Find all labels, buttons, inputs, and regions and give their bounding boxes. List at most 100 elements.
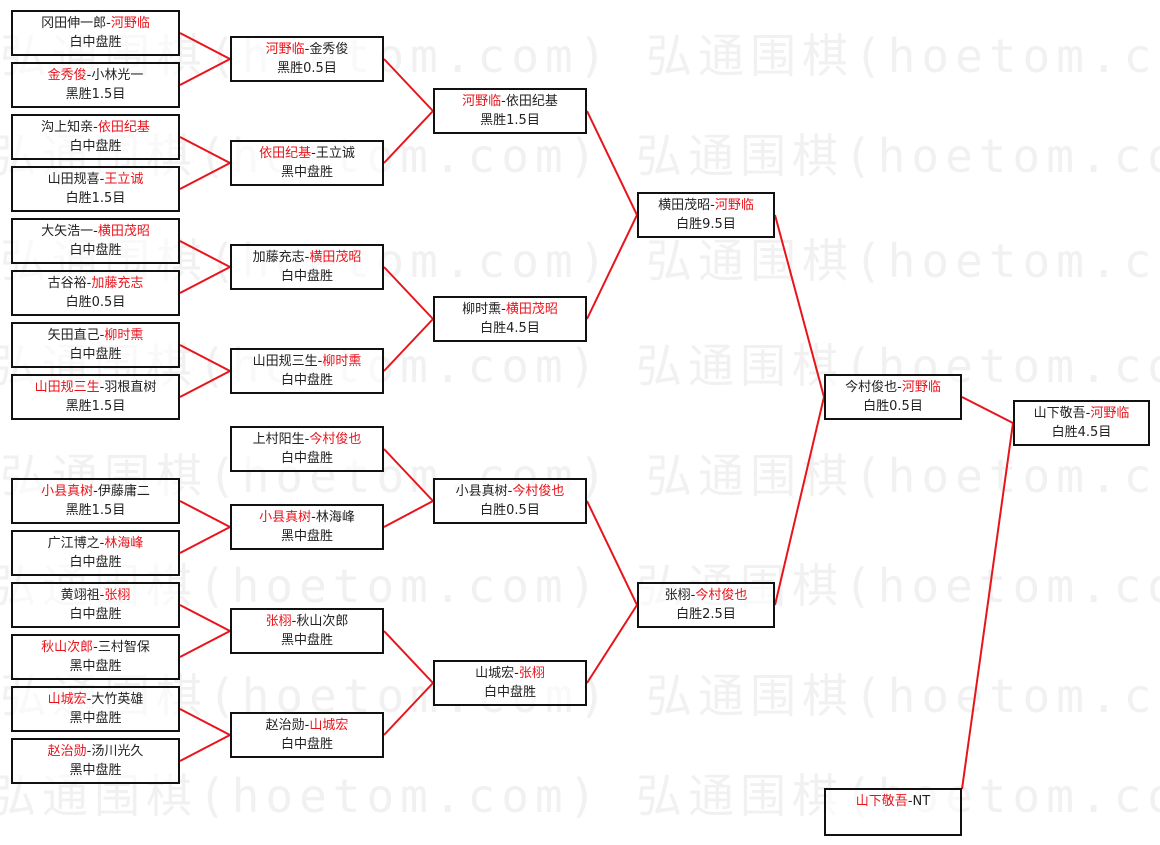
match-box: 矢田直己-柳时熏白中盘胜 — [11, 322, 180, 368]
player-1: 矢田直己 — [47, 328, 100, 343]
player-2: 柳时熏 — [322, 354, 362, 369]
player-2: NT — [912, 794, 931, 809]
bracket-connector — [179, 708, 231, 736]
player-1: 今村俊也 — [845, 380, 898, 395]
match-result: 黑中盘胜 — [69, 711, 122, 726]
bracket-connector — [179, 136, 231, 164]
bracket-connector — [179, 162, 231, 190]
player-2: 林海峰 — [315, 510, 355, 525]
match-players: 小县真树-今村俊也 — [435, 482, 585, 501]
player-1: 小县真树 — [41, 484, 94, 499]
match-box: 河野临-依田纪基黑胜1.5目 — [433, 88, 587, 134]
match-box: 冈田伸一郎-河野临白中盘胜 — [11, 10, 180, 56]
player-2: 河野临 — [1090, 406, 1130, 421]
match-box: 山田规三生-羽根直树黑胜1.5目 — [11, 374, 180, 420]
match-players: 山城宏-大竹英雄 — [13, 690, 178, 709]
player-2: 汤川光久 — [91, 744, 144, 759]
bracket-connector — [586, 110, 638, 216]
match-players: 赵治勋-汤川光久 — [13, 742, 178, 761]
match-result: 白胜4.5目 — [480, 321, 540, 336]
match-result: 黑中盘胜 — [280, 529, 333, 544]
watermark-text: 弘通围棋(hoetom.com) 弘通围棋(hoetom.com) — [0, 339, 1160, 393]
player-1: 河野临 — [462, 94, 502, 109]
separator: - — [304, 42, 310, 57]
match-result: 黑中盘胜 — [69, 659, 122, 674]
player-1: 山田规三生 — [34, 380, 100, 395]
match-players: 山下敬吾-NT — [826, 792, 960, 811]
match-result: 白中盘胜 — [280, 451, 333, 466]
player-1: 小县真树 — [455, 484, 508, 499]
separator: - — [93, 120, 98, 135]
player-2: 今村俊也 — [695, 588, 748, 603]
player-2: 河野临 — [901, 380, 941, 395]
player-1: 山下敬吾 — [855, 794, 908, 809]
match-box: 广江博之-林海峰白中盘胜 — [11, 530, 180, 576]
match-result: 白中盘胜 — [69, 35, 122, 50]
bracket-connector — [179, 526, 231, 554]
match-box: 小县真树-伊藤庸二黑胜1.5目 — [11, 478, 180, 524]
separator: - — [106, 16, 111, 31]
match-box: 张栩-秋山次郎黑中盘胜 — [230, 608, 384, 654]
player-2: 伊藤庸二 — [97, 484, 150, 499]
match-result: 黑中盘胜 — [280, 633, 333, 648]
match-result: 白中盘胜 — [280, 373, 333, 388]
match-result: 黑中盘胜 — [280, 165, 333, 180]
player-2: 大竹英雄 — [91, 692, 144, 707]
player-1: 赵治勋 — [265, 718, 305, 733]
bracket-connector — [383, 318, 434, 372]
player-2: 王立诚 — [104, 172, 144, 187]
match-box: 黄翊祖-张栩白中盘胜 — [11, 582, 180, 628]
bracket-connector — [383, 110, 434, 164]
player-2: 羽根直树 — [104, 380, 157, 395]
player-1: 山田规喜 — [47, 172, 100, 187]
separator: - — [897, 380, 902, 395]
separator: - — [501, 302, 506, 317]
match-box: 加藤充志-横田茂昭白中盘胜 — [230, 244, 384, 290]
player-1: 山田规三生 — [252, 354, 318, 369]
match-result: 黑胜1.5目 — [65, 87, 126, 102]
match-box: 山下敬吾-NT — [824, 788, 962, 836]
match-players: 山田规三生-羽根直树 — [13, 378, 178, 397]
separator: - — [93, 484, 98, 499]
match-box: 上村阳生-今村俊也白中盘胜 — [230, 426, 384, 472]
match-result: 白中盘胜 — [69, 243, 122, 258]
player-1: 加藤充志 — [252, 250, 305, 265]
match-box: 柳时熏-横田茂昭白胜4.5目 — [433, 296, 587, 342]
match-players: 广江博之-林海峰 — [13, 534, 178, 553]
separator: - — [86, 68, 92, 83]
match-box: 小县真树-林海峰黑中盘胜 — [230, 504, 384, 550]
bracket-connector — [383, 630, 434, 684]
bracket-connector — [179, 58, 231, 86]
player-1: 黄翊祖 — [60, 588, 100, 603]
separator: - — [93, 224, 98, 239]
bracket-connector — [383, 500, 434, 528]
match-result: 黑胜0.5目 — [277, 61, 337, 76]
match-result: 白中盘胜 — [69, 555, 122, 570]
match-players: 依田纪基-王立诚 — [232, 144, 382, 163]
bracket-connector — [383, 58, 434, 112]
bracket-connector — [586, 500, 638, 606]
player-2: 横田茂昭 — [97, 224, 150, 239]
player-1: 赵治勋 — [47, 744, 87, 759]
separator: - — [304, 718, 310, 733]
match-result: 白中盘胜 — [483, 685, 536, 700]
match-result: 白胜1.5目 — [65, 191, 126, 206]
match-box: 今村俊也-河野临白胜0.5目 — [824, 374, 962, 420]
match-players: 加藤充志-横田茂昭 — [232, 248, 382, 267]
match-result: 白胜2.5目 — [676, 607, 736, 622]
bracket-connector — [179, 344, 231, 372]
match-box: 小县真树-今村俊也白胜0.5目 — [433, 478, 587, 524]
match-players: 张栩-秋山次郎 — [232, 612, 382, 631]
separator: - — [1085, 406, 1091, 421]
player-1: 张栩 — [265, 614, 292, 629]
player-1: 金秀俊 — [47, 68, 87, 83]
player-1: 张栩 — [664, 588, 691, 603]
bracket-connector — [179, 240, 231, 268]
match-result: 白中盘胜 — [280, 737, 333, 752]
bracket-connector — [179, 630, 231, 658]
match-box: 秋山次郎-三村智保黑中盘胜 — [11, 634, 180, 680]
match-result: 黑中盘胜 — [69, 763, 122, 778]
player-2: 秋山次郎 — [296, 614, 349, 629]
match-players: 金秀俊-小林光一 — [13, 66, 178, 85]
